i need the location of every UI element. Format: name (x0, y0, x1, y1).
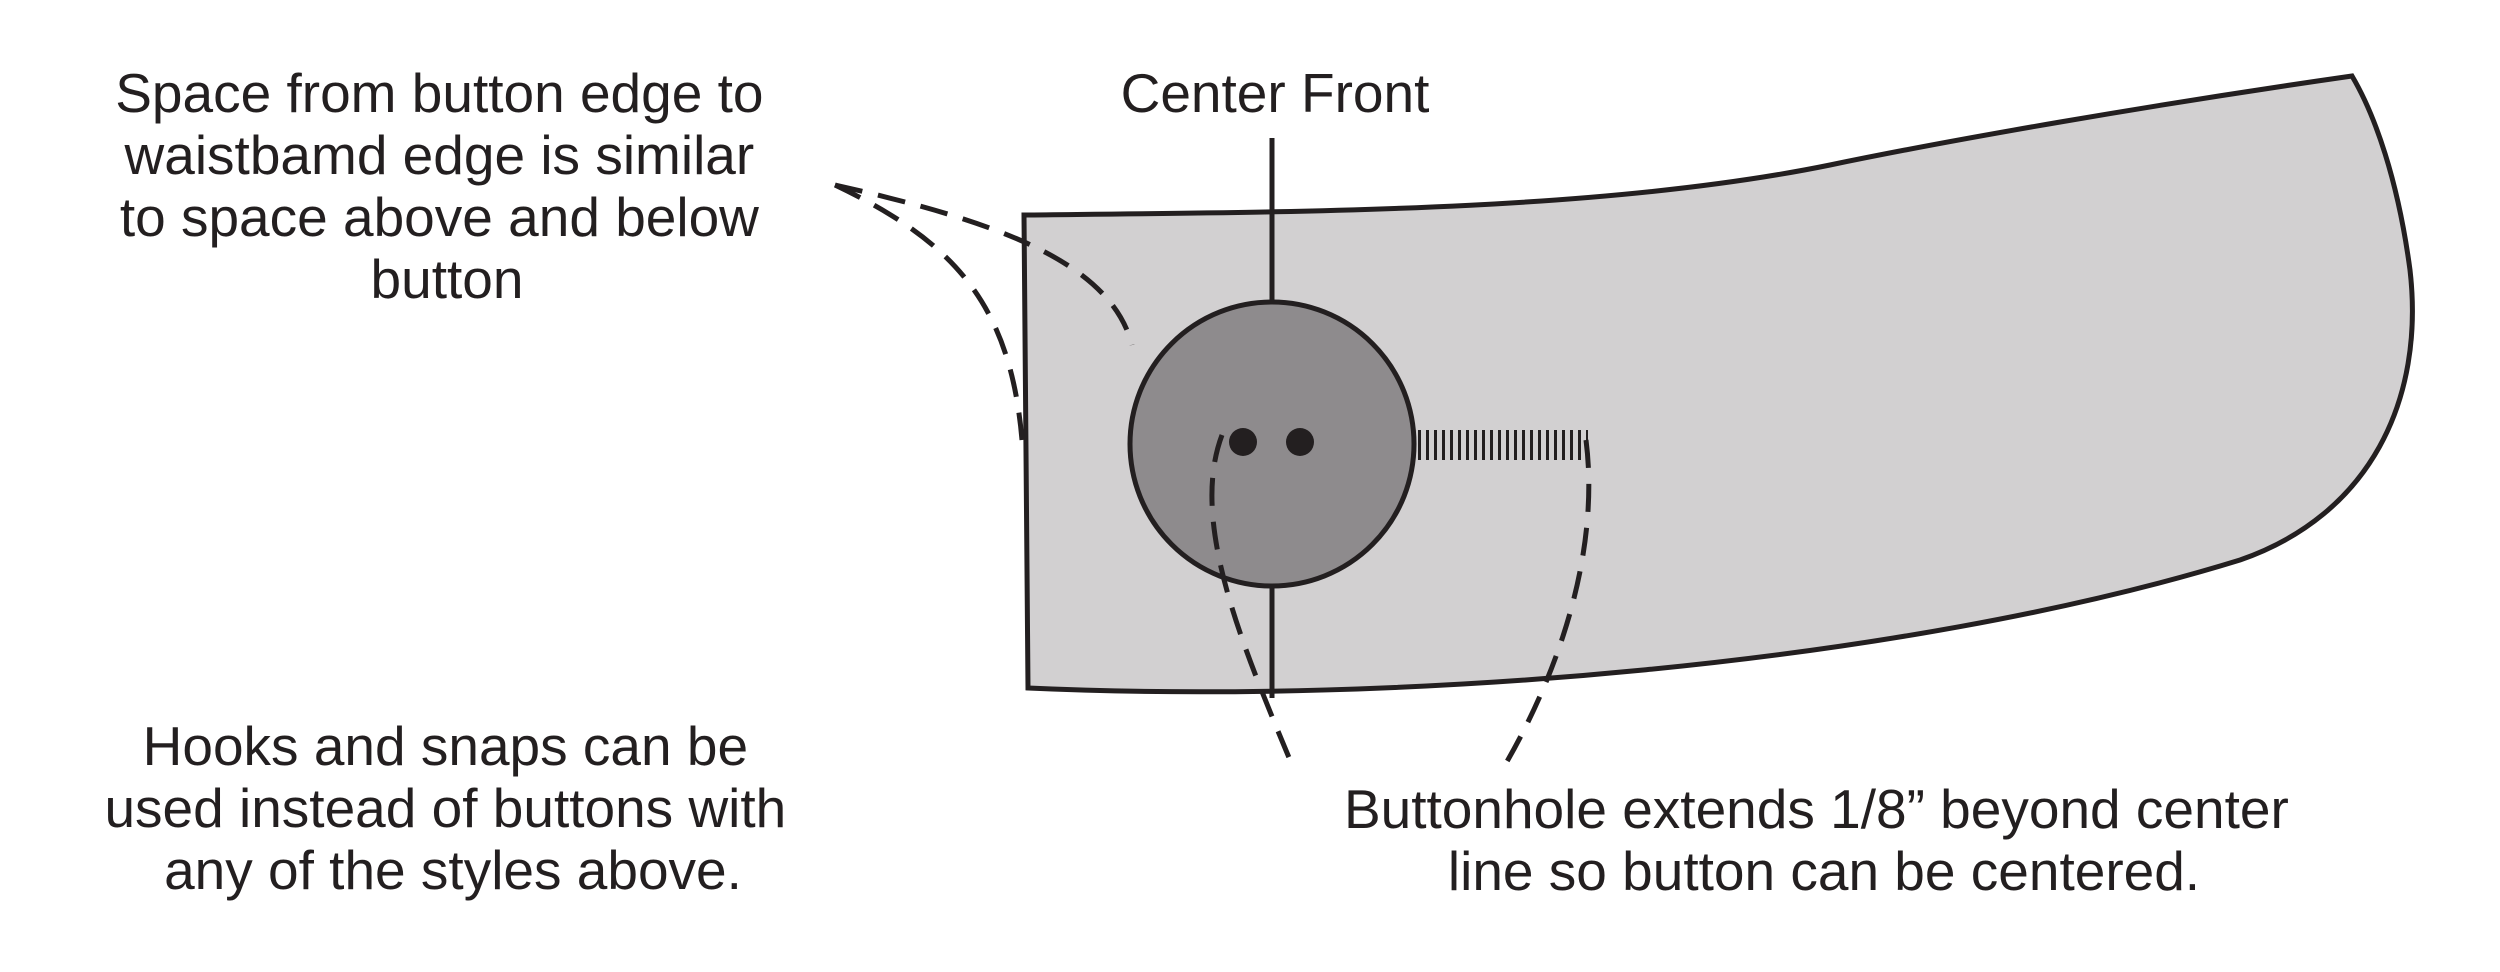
buttonhole-note-line: Buttonhole extends 1/8” beyond center (1344, 778, 2289, 840)
button-hole-right (1286, 428, 1314, 456)
spacing-note-line: Space from button edge to (115, 62, 763, 124)
center-front-label: Center Front (1121, 62, 1430, 124)
hooks-note-line: Hooks and snaps can be (143, 715, 748, 777)
spacing-note-line: to space above and below (120, 186, 759, 248)
dashed-callouts (833, 182, 1592, 767)
spacing-note-line: waistbamd edge is similar (124, 124, 755, 186)
callout-spacing-outer (833, 182, 1025, 441)
spacing-note-line: button (371, 248, 524, 310)
spacing-note: Space from button edge to waistbamd edge… (115, 62, 779, 310)
buttonhole-note: Buttonhole extends 1/8” beyond center li… (1344, 778, 2304, 902)
button-hole-left (1229, 428, 1257, 456)
hooks-note: Hooks and snaps can be used instead of b… (104, 715, 801, 901)
callout-spacing-inner (834, 182, 1135, 346)
button-circle (1127, 299, 1417, 589)
hooks-note-line: any of the styles above. (164, 839, 742, 901)
buttonhole-note-line: line so button can be centered. (1448, 840, 2200, 902)
callout-buttonhole-left (1209, 434, 1293, 761)
hooks-note-line: used instead of buttons with (104, 777, 786, 839)
